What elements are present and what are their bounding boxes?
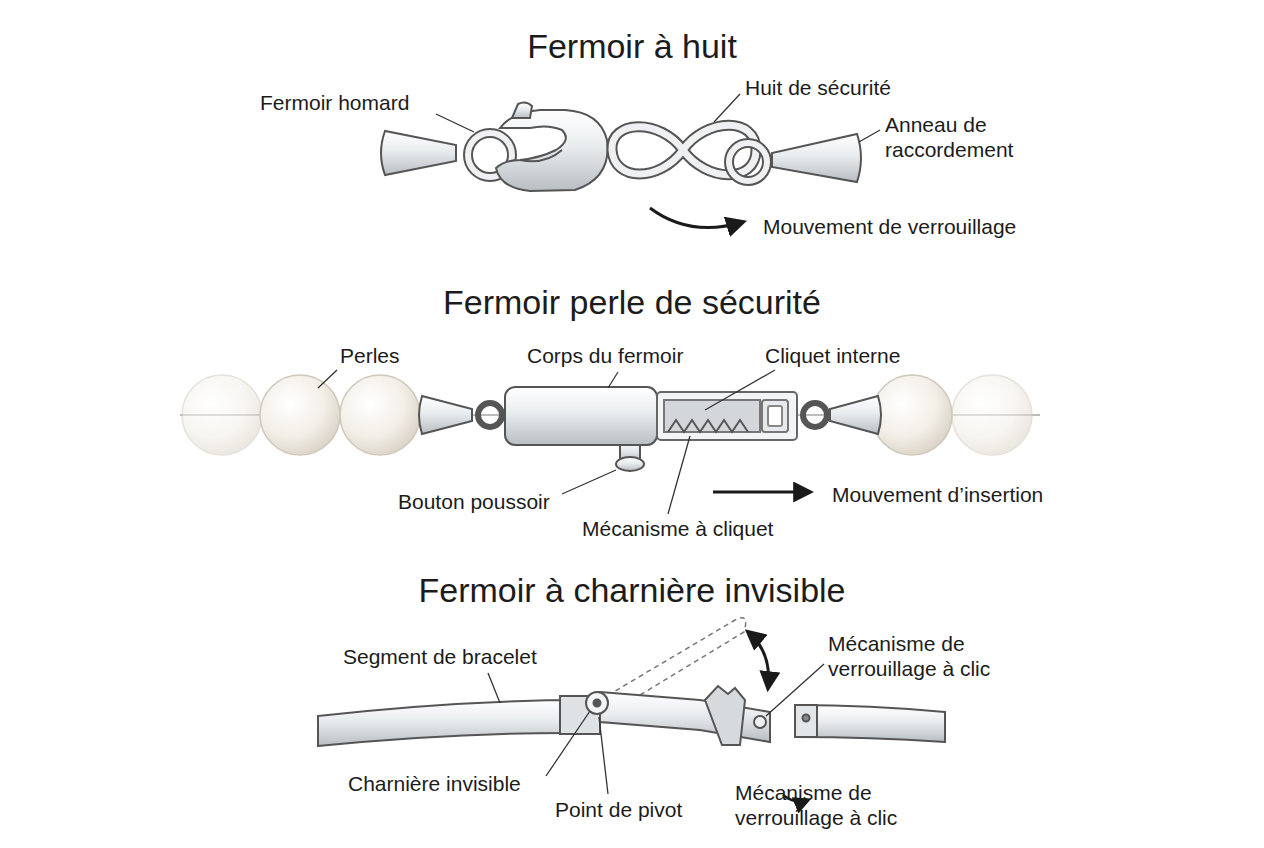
jump-ring [478,403,502,427]
leader-line [714,94,740,122]
leader-lines [318,94,880,794]
leader-line [318,370,337,388]
end-cap [772,134,861,182]
part-label: Huit de sécurité [745,75,891,100]
leader-line [562,470,616,494]
figure-eight-clasp [381,102,861,191]
clasp-parts [419,387,881,471]
part-label: Mécanisme de verrouillage à clic [735,780,940,830]
jump-ring [803,403,827,427]
part-label: Mécanisme de verrouillage à clic [828,631,1033,681]
part-label: Corps du fermoir [527,343,683,368]
part-label: Segment de bracelet [343,644,537,669]
part-label: Point de pivot [555,797,682,822]
ratchet-teeth [668,420,748,432]
part-label: Cliquet interne [765,343,900,368]
pearl [872,375,952,455]
pearl [182,375,262,455]
pivot-dot [594,700,601,707]
pearl [260,375,340,455]
part-label: Bouton poussoir [398,489,550,514]
lobster-trigger [512,102,532,118]
latch [705,686,745,745]
part-label: Mécanisme à cliquet [582,516,773,541]
name-title: Fermoir perle de sécurité [443,282,821,323]
lever-arrow [748,632,769,688]
pearl [952,375,1032,455]
motion-label: Mouvement d’insertion [832,482,1043,507]
locking-arrow [650,208,743,228]
leader-line [599,717,608,794]
part-label: Perles [340,343,400,368]
insertion-arrow [713,491,810,494]
name-title: Fermoir à charnière invisible [418,570,845,611]
end-cap [381,131,456,175]
bracelet-segment [795,705,945,742]
bracelet-segment [318,700,585,746]
jump-ring [729,143,767,181]
pearl-safety-clasp [180,375,1040,471]
pearl [340,375,420,455]
part-label: Charnière invisible [348,771,521,796]
clasp-sleeve [657,392,797,440]
pivot [586,692,608,714]
end-cap [830,396,881,434]
jump-ring [729,143,767,181]
lobster-gate [520,150,562,161]
part-label: Fermoir homard [260,90,409,115]
end-cap [419,396,472,434]
clasp-body [505,387,657,445]
receiver-pin [803,715,810,722]
leader-line [705,370,775,410]
tongue-slot [768,406,782,426]
latch-pin [754,716,766,728]
leader-line [436,114,474,132]
leader-line [766,664,824,716]
receiver [795,705,817,737]
name-title: Fermoir à huit [527,26,737,67]
tongue-slot [762,400,788,432]
part-label: Anneau de raccordement [885,112,1035,162]
leader-line [546,711,590,776]
leader-line [668,436,690,514]
hinge-block [560,696,600,734]
leader-line [488,673,500,703]
leader-line [608,372,618,388]
push-button [616,457,644,471]
leader-line [859,130,880,142]
motion-label: Mouvement de verrouillage [763,214,1016,239]
lobster-clasp [496,110,608,191]
ratchet-tongue [664,400,760,432]
